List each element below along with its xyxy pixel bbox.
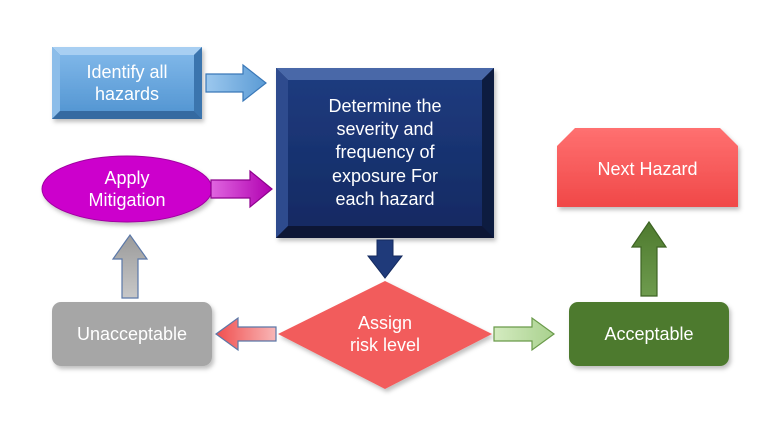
arrow-assign-to-acceptable: [493, 316, 556, 352]
arrow-identify-to-determine: [205, 63, 267, 103]
apply-mitigation-node: [41, 155, 213, 223]
arrow-unacceptable-to-mitigation: [111, 233, 149, 299]
next-hazard-node: [557, 128, 738, 207]
arrow-assign-to-unacceptable: [214, 316, 277, 352]
identify-hazards-node: [52, 47, 202, 119]
determine-severity-node: [276, 68, 494, 238]
arrow-mitigation-to-determine: [210, 169, 273, 209]
acceptable-node: [569, 302, 729, 366]
unacceptable-node: [52, 302, 212, 366]
arrow-acceptable-to-next-hazard: [630, 220, 668, 297]
arrow-determine-to-assign: [366, 239, 404, 279]
assign-risk-node: [278, 281, 492, 389]
